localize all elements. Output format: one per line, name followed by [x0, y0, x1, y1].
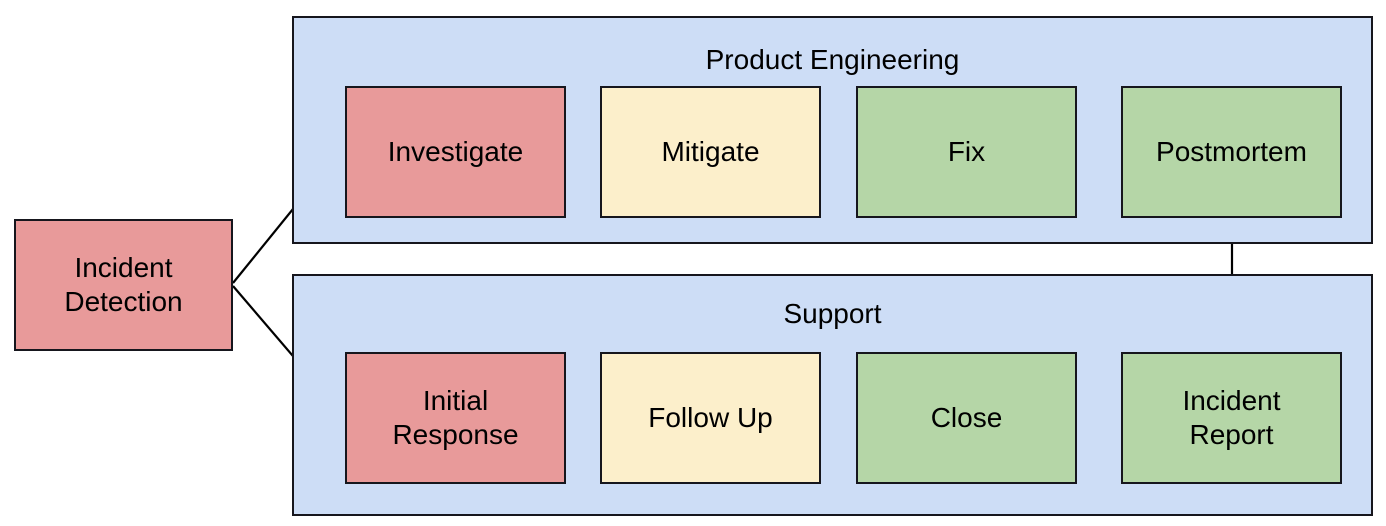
node-fix[interactable]: Fix: [856, 86, 1077, 218]
node-incident-report[interactable]: Incident Report: [1121, 352, 1342, 484]
node-incident-detection[interactable]: Incident Detection: [14, 219, 233, 351]
node-mitigate[interactable]: Mitigate: [600, 86, 821, 218]
node-initial-response[interactable]: Initial Response: [345, 352, 566, 484]
node-investigate[interactable]: Investigate: [345, 86, 566, 218]
swimlane-title-support: Support: [783, 298, 882, 329]
node-close[interactable]: Close: [856, 352, 1077, 484]
swimlane-title-product-engineering: Product Engineering: [705, 44, 960, 75]
node-follow-up[interactable]: Follow Up: [600, 352, 821, 484]
node-postmortem[interactable]: Postmortem: [1121, 86, 1342, 218]
